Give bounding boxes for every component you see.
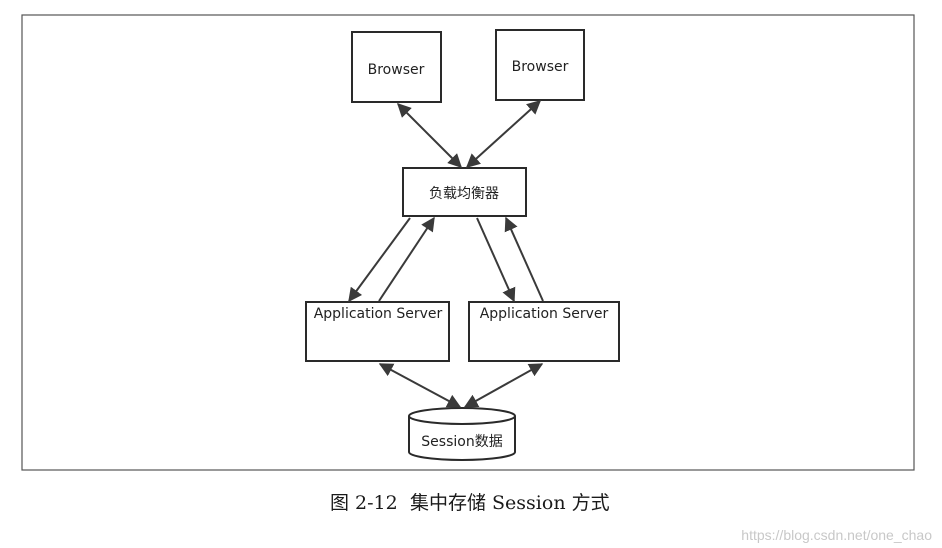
app-server-right-label: Application Server [480,306,609,322]
session-store-node: Session数据 [408,407,516,461]
app-server-right-box [468,301,620,362]
session-store-top [408,407,516,425]
figure-title: 集中存储 Session 方式 [410,492,610,514]
arrow-browser-right-lb [465,100,542,168]
browser-left-box [351,31,442,103]
app-server-left-label: Application Server [314,306,443,322]
browser-right-box [495,29,585,101]
arrow-app-right-session [463,363,544,408]
browser-right-node: Browser [495,29,585,101]
app-server-left-node: Application Server [305,301,450,362]
browser-left-node: Browser [351,31,442,103]
diagram-frame [21,14,915,471]
figure-number: 图 2-12 [330,492,398,514]
arrow-lb-to-app-left [348,217,411,303]
browser-left-label: Browser [368,62,425,78]
browser-right-label: Browser [512,59,569,75]
app-server-left-box [305,301,450,362]
arrow-app-left-to-lb [378,216,435,302]
load-balancer-box [402,167,527,217]
load-balancer-label: 负载均衡器 [429,186,499,202]
arrow-app-left-session [378,363,462,408]
load-balancer-node: 负载均衡器 [402,167,527,217]
arrow-browser-left-lb [397,103,462,168]
app-server-right-node: Application Server [468,301,620,362]
session-store-cylinder [408,416,516,461]
watermark-url: https://blog.csdn.net/one_chao [741,527,932,543]
arrow-lb-to-app-right [476,217,516,303]
session-store-label: Session数据 [421,434,502,450]
arrow-app-right-to-lb [504,216,544,302]
